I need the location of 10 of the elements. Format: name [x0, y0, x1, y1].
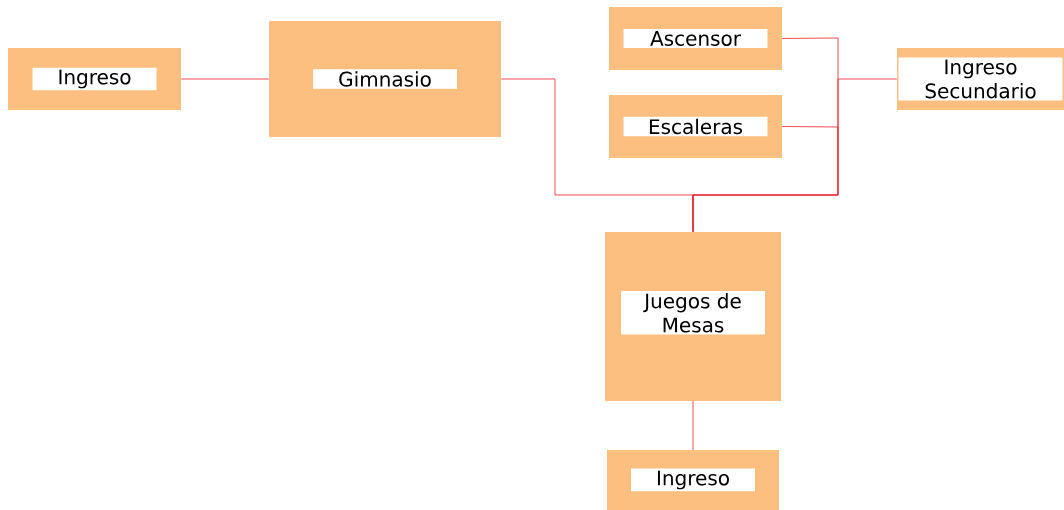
connector-line: [692, 78, 898, 233]
room-box: Ingreso: [8, 48, 181, 110]
room-box: Ingreso: [607, 450, 779, 510]
room-box: Juegos de Mesas: [605, 232, 781, 401]
connector-line: [180, 78, 270, 80]
connector-line: [692, 400, 694, 451]
room-box: Escaleras: [609, 95, 782, 158]
room-box: Ascensor: [609, 7, 782, 70]
room-box: Ingreso Secundario: [897, 48, 1064, 110]
room-box: Gimnasio: [269, 21, 501, 137]
